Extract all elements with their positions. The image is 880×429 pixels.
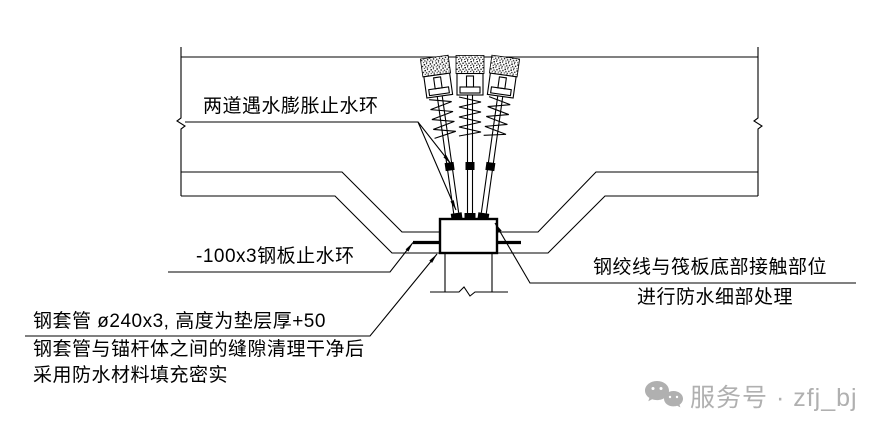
label-sleeve-spec: 钢套管 ø240x3, 高度为垫层厚+50 (33, 311, 326, 332)
leader-arrow (443, 155, 451, 164)
leader-expansion-rings (185, 121, 457, 211)
left-boundary-break-line (176, 47, 186, 196)
label-strand-note-2: 进行防水细部处理 (636, 287, 793, 308)
cushion-bottom-left (181, 195, 444, 254)
anchor-body-break-line (430, 286, 508, 297)
watermark: 服务号 · zfj_bj (644, 374, 874, 418)
cushion-bottom-right (493, 195, 758, 254)
anchor-assembly-center (455, 54, 485, 220)
steel-sleeve (438, 217, 499, 255)
leader-arrow (429, 254, 437, 263)
leader-sleeve-note (25, 253, 438, 337)
leader-arrow (405, 242, 413, 252)
wechat-bubbles-icon (645, 381, 683, 408)
label-sleeve-note-2: 采用防水材料填充密实 (33, 365, 229, 386)
watermark-text: 服务号 · zfj_bj (690, 384, 858, 412)
right-boundary-break-line (753, 47, 763, 196)
raft-bottom-left (181, 171, 440, 233)
leader-strand-note (494, 222, 856, 284)
leader-arrow (450, 200, 456, 210)
label-sleeve-note-1: 钢套管与锚杆体之间的缝隙清理干净后 (33, 339, 365, 360)
label-strand-note-1: 钢绞线与筏板底部接触部位 (593, 257, 828, 278)
label-expansion-waterstop-rings: 两道遇水膨胀止水环 (203, 96, 379, 117)
leader-arrow (495, 223, 502, 233)
leader-steel-plate-ring (168, 242, 414, 273)
label-steel-plate-waterstop-ring: -100x3钢板止水环 (196, 246, 355, 267)
raft-bottom-right (497, 171, 758, 233)
anchor-body-below-cushion (444, 253, 493, 292)
